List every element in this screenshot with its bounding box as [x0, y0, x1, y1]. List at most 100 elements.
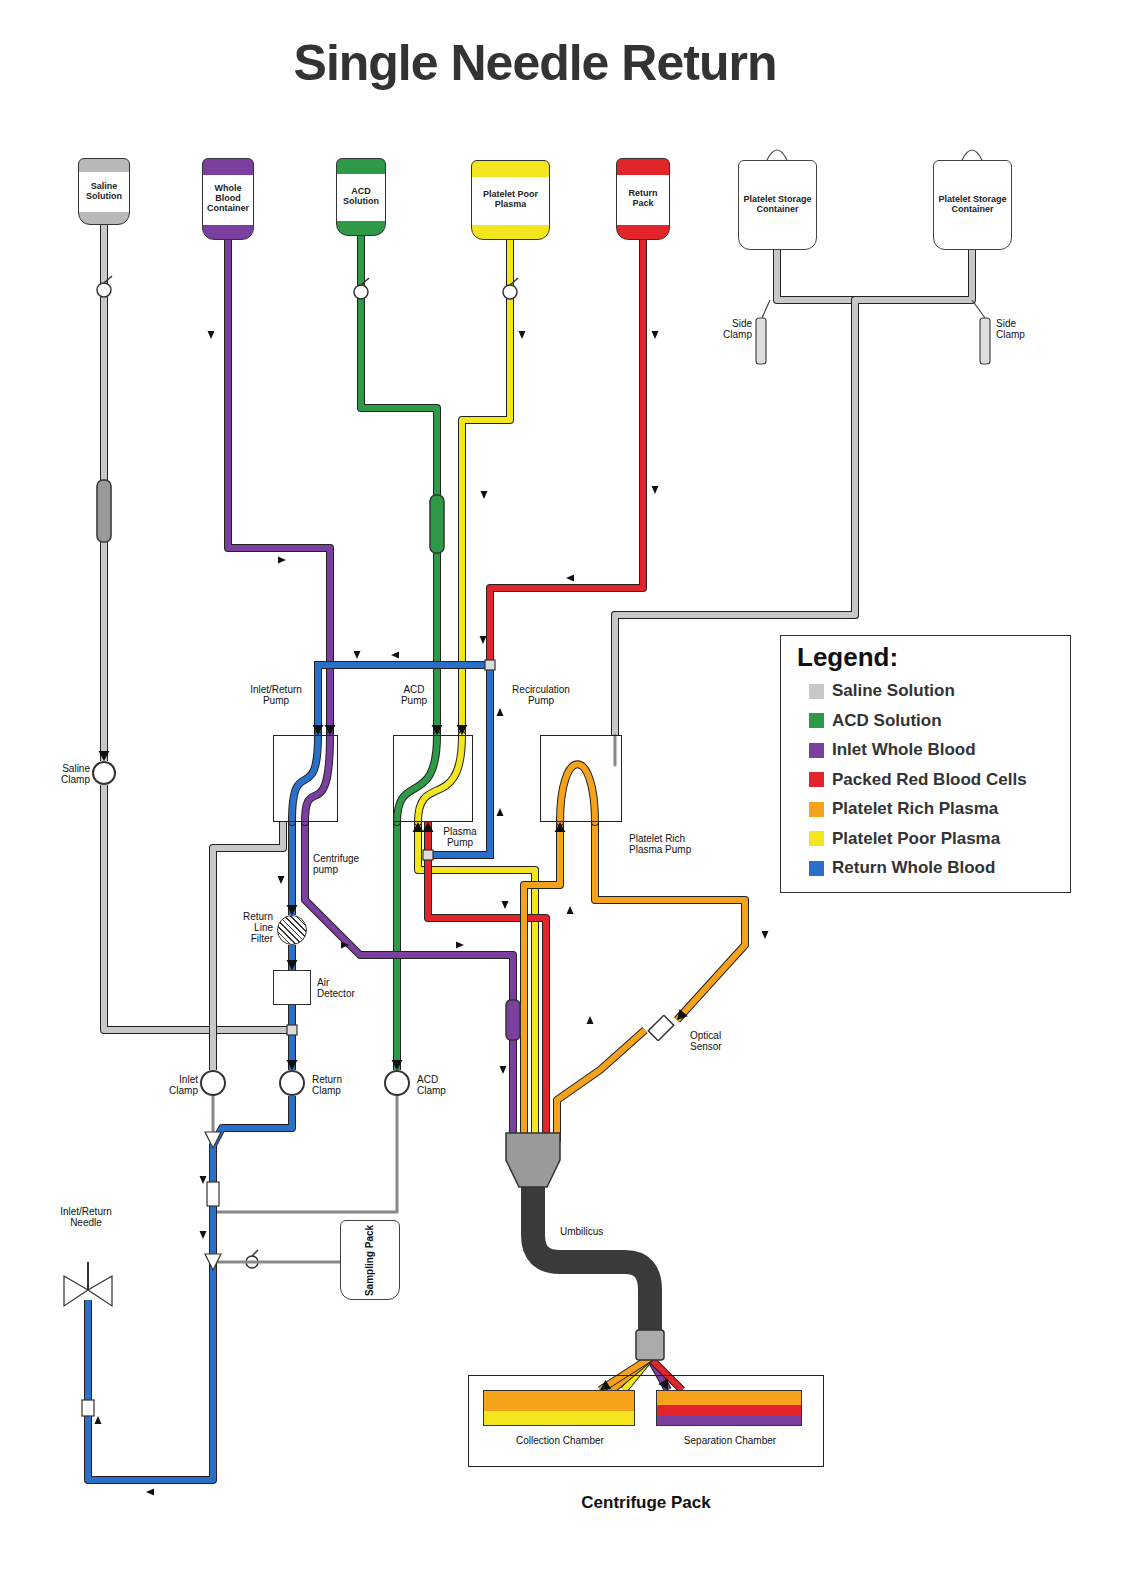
pump-tubing	[305, 735, 330, 822]
patient-line	[88, 1096, 292, 1480]
side-clamp	[756, 318, 766, 364]
legend-row: Inlet Whole Blood	[781, 739, 976, 761]
node-label: ACD Clamp	[417, 1074, 459, 1096]
bag-shape: ACD Solution	[336, 158, 386, 236]
roller-clamp	[510, 278, 518, 285]
side-clamp	[756, 300, 990, 364]
tubing-connector	[213, 822, 283, 1070]
tubing-connector	[595, 822, 745, 1020]
flow-arrow	[497, 808, 504, 816]
sample-shape: Sampling Pack	[340, 1220, 400, 1300]
node-label: Whole Blood Container	[203, 184, 253, 214]
pump-tubing	[614, 735, 617, 765]
node-label: ACD Solution	[337, 187, 385, 207]
part-label: Side Clamp	[712, 318, 752, 340]
roller-clamp	[97, 283, 111, 297]
chamber-shape: Collection Chamber	[483, 1390, 635, 1426]
umbilicus	[636, 1330, 664, 1360]
flow-arrow	[208, 331, 215, 339]
node-label: Air Detector	[317, 977, 363, 999]
patient-line	[88, 1096, 292, 1480]
flow-arrow	[341, 942, 349, 949]
tube-outline	[228, 240, 330, 735]
node-label: Saline Solution	[79, 182, 129, 202]
drip-chamber	[97, 480, 111, 542]
node-label: Centrifuge Pack	[541, 1494, 751, 1513]
node-label: Centrifuge pump	[313, 853, 367, 875]
flow-arrow	[95, 1416, 102, 1424]
arrow-head	[287, 905, 298, 915]
tube-outline	[318, 240, 643, 735]
arrow-head	[287, 960, 298, 970]
tubing-connector	[428, 822, 682, 1390]
tube-fill	[305, 822, 668, 1390]
legend-text: Inlet Whole Blood	[832, 740, 976, 760]
node-label: Optical Sensor	[690, 1030, 742, 1052]
flow-arrow	[587, 1016, 594, 1024]
tube-outline	[305, 822, 668, 1390]
tubing-connector	[292, 822, 293, 915]
tube-outline	[595, 822, 745, 1020]
arrow-head	[413, 822, 424, 832]
tube-fill	[595, 822, 745, 1020]
side-clamp	[972, 300, 985, 318]
part-label: Umbilicus	[560, 1226, 620, 1237]
flow-arrow	[519, 331, 526, 339]
legend-row: Saline Solution	[781, 680, 955, 702]
flow-arrow	[200, 1176, 207, 1184]
tubing-connector	[462, 240, 510, 735]
legend-text: ACD Solution	[832, 711, 942, 731]
legend-swatch	[809, 802, 824, 817]
pump-tubing	[292, 665, 615, 855]
legend-row: Platelet Rich Plasma	[781, 798, 998, 820]
y-connector	[82, 1132, 221, 1416]
node-label: Collection Chamber	[502, 1435, 618, 1446]
pump-tubing	[318, 665, 490, 735]
side-clamp	[762, 300, 770, 318]
arrow-head	[457, 725, 468, 735]
pump-tubing	[560, 764, 595, 822]
bag-hanger	[962, 150, 982, 160]
circle-shape: ACD Clamp	[384, 1070, 410, 1096]
pump-tubing	[305, 735, 330, 822]
tube-fill	[213, 822, 283, 1070]
node-label: Sampling Pack	[365, 1224, 376, 1295]
flow-arrow	[200, 1231, 207, 1239]
y-connector	[207, 1182, 219, 1206]
y-connector	[205, 1254, 221, 1270]
flow-arrow	[481, 491, 488, 499]
flow-arrow	[497, 708, 504, 716]
legend-row: Return Whole Blood	[781, 857, 995, 879]
inline-filter	[506, 1000, 520, 1040]
legend-text: Saline Solution	[832, 681, 955, 701]
roller-clamp	[354, 285, 368, 299]
drip-chamber	[430, 495, 444, 553]
arrow-head	[600, 1380, 611, 1390]
flow-arrow	[500, 1066, 507, 1074]
node-label: Return Pack	[617, 189, 669, 209]
tubing-connector	[524, 822, 650, 1390]
pump-shape: ACD PumpPlasma Pump	[393, 735, 473, 822]
legend-text: Packed Red Blood Cells	[832, 770, 1027, 790]
patient-line	[216, 1261, 340, 1264]
tube-fill	[394, 822, 400, 1070]
tubing-connector	[361, 236, 437, 735]
flow-arrow	[146, 1489, 154, 1496]
bag-shape: Platelet Poor Plasma	[471, 160, 550, 240]
part-label: Inlet/Return Needle	[48, 1206, 124, 1228]
node-label: Saline Clamp	[44, 763, 90, 785]
legend-row: ACD Solution	[781, 710, 942, 732]
flow-arrow	[391, 652, 399, 659]
arrow-head	[555, 822, 566, 832]
legend-text: Return Whole Blood	[832, 858, 995, 878]
side-clamp	[980, 318, 990, 364]
pump-tubing	[418, 735, 462, 822]
node-label: Inlet/Return Pump	[244, 684, 308, 706]
flow-arrow	[566, 575, 574, 582]
t-connector	[287, 1025, 297, 1035]
sensor-shape: Optical Sensor	[645, 1015, 677, 1041]
y-connector	[82, 1400, 94, 1416]
node-label: Platelet Rich Plasma Pump	[629, 833, 701, 855]
node-label: ACD Pump	[395, 684, 433, 706]
patient-line	[216, 1096, 397, 1212]
